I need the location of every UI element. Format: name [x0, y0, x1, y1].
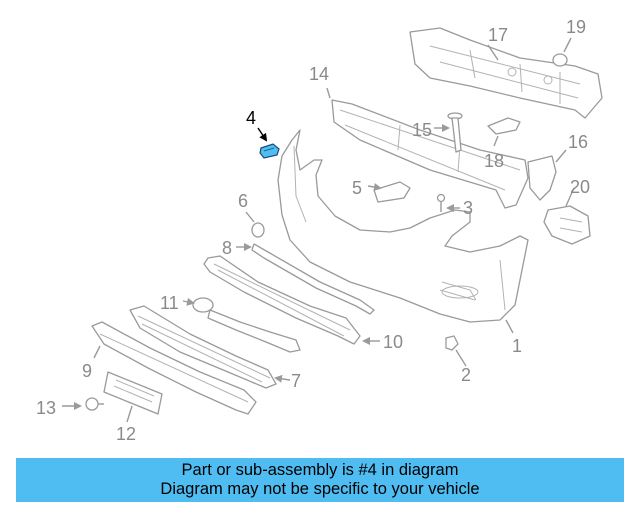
callout-2: 2 [461, 365, 471, 385]
part-16-side-bracket [527, 155, 557, 201]
leader-lines [62, 37, 575, 423]
callout-12: 12 [116, 424, 136, 444]
info-banner: Part or sub-assembly is #4 in diagram Di… [16, 458, 624, 502]
callout-9: 9 [82, 361, 92, 381]
part-1-bumper-cover [277, 129, 529, 323]
part-4-highlighted[interactable] [259, 143, 280, 159]
callout-1: 1 [512, 336, 522, 356]
callout-5: 5 [352, 178, 362, 198]
part-12-license-bracket [103, 371, 163, 415]
callout-18: 18 [484, 151, 504, 171]
callout-19: 19 [566, 17, 586, 37]
callout-4[interactable]: 4 [246, 108, 256, 128]
callout-labels: 1 2 3 4 5 6 7 8 9 10 11 12 13 14 15 16 1… [36, 17, 590, 444]
part-5-molding [373, 181, 411, 203]
part-6-grommet [251, 222, 265, 238]
callout-17: 17 [488, 25, 508, 45]
part-19-cap [552, 53, 568, 67]
banner-line-part: Part or sub-assembly is #4 in diagram [181, 461, 459, 479]
part-2-clip [445, 335, 459, 351]
callout-15: 15 [412, 120, 432, 140]
callout-10: 10 [383, 332, 403, 352]
part-9-lower-trim [91, 321, 257, 415]
part-18-clip [487, 117, 521, 135]
part-15-bolt [447, 112, 463, 153]
callout-8: 8 [222, 238, 232, 258]
part-14-reinforcement-beam [331, 99, 529, 209]
callout-7: 7 [291, 371, 301, 391]
part-20-sensor [543, 205, 591, 245]
part-17-support-bracket [409, 27, 603, 119]
callout-16: 16 [568, 132, 588, 152]
part-13-screw [85, 397, 104, 411]
callout-6: 6 [238, 191, 248, 211]
callout-14: 14 [309, 64, 329, 84]
callout-3: 3 [463, 198, 473, 218]
part-11-fog-lamp [192, 297, 301, 353]
callout-11: 11 [160, 293, 179, 313]
part-8-strip [251, 243, 375, 315]
part-7-lower-grille [129, 305, 277, 389]
part-3-screw [436, 193, 446, 212]
banner-line-disclaimer: Diagram may not be specific to your vehi… [160, 480, 480, 498]
callout-20: 20 [570, 177, 590, 197]
callout-13: 13 [36, 398, 56, 418]
part-10-upper-grille [203, 255, 361, 345]
